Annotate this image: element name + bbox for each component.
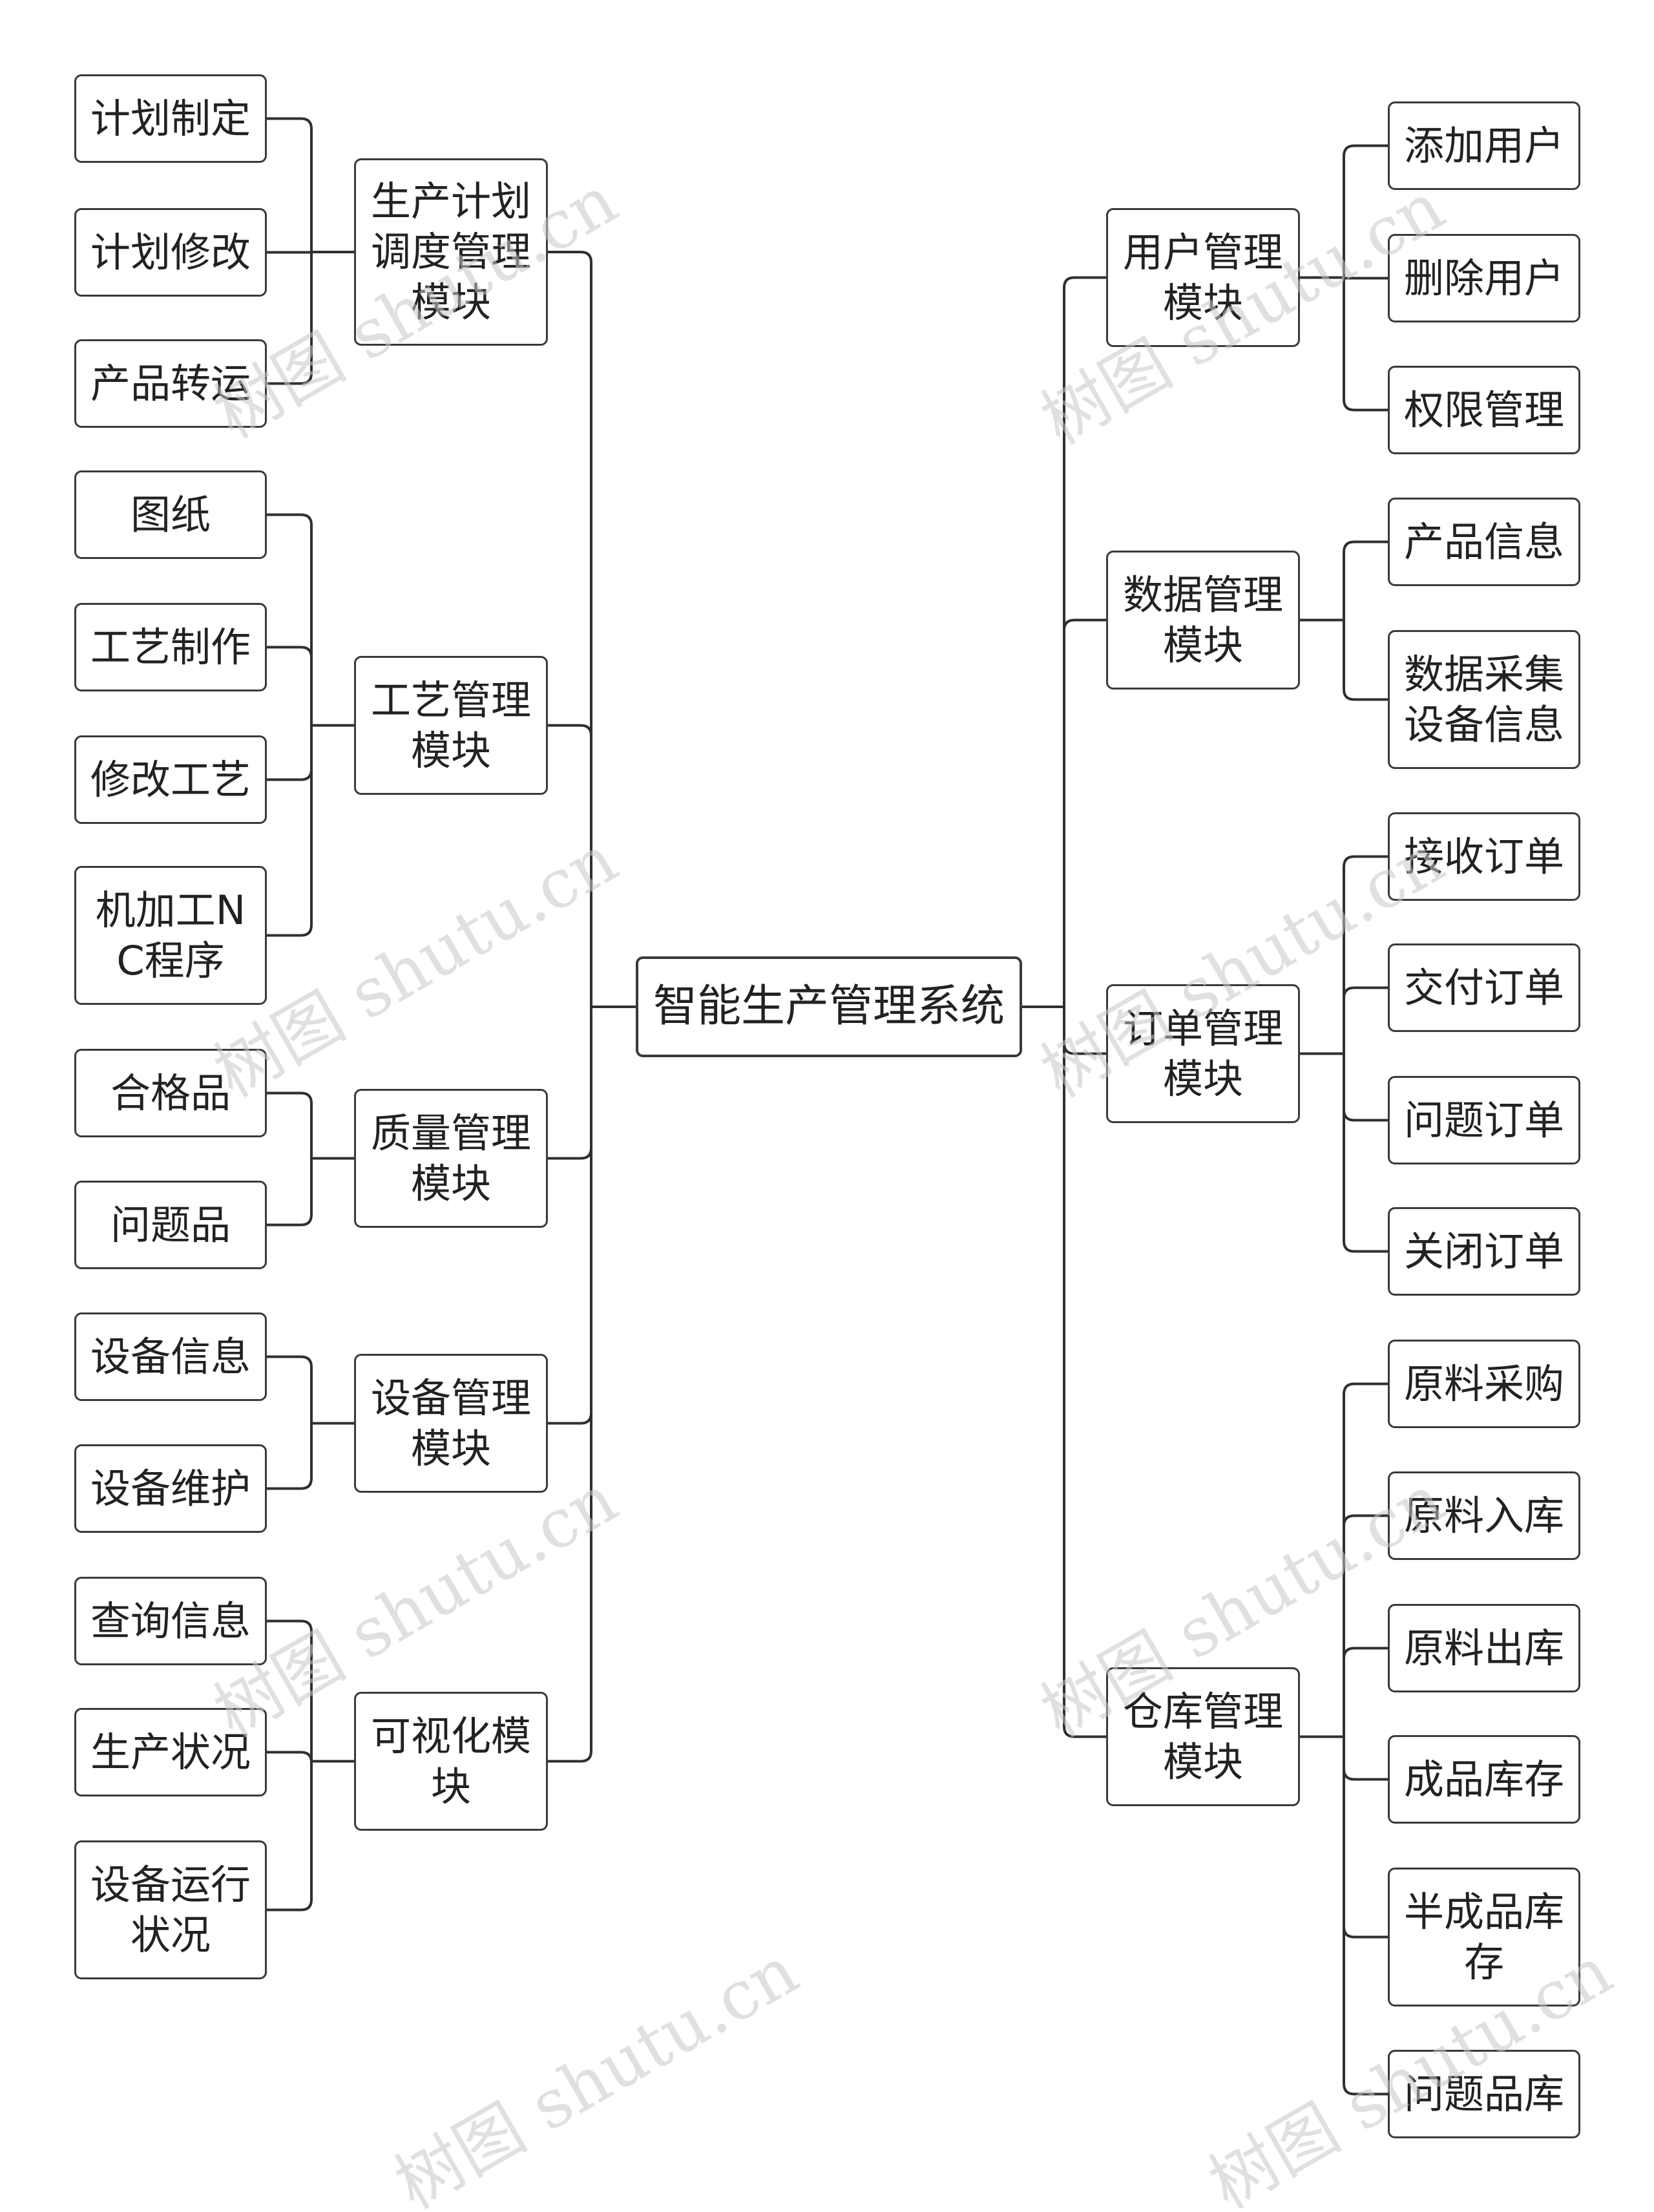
module-process-link-0	[267, 513, 313, 726]
module-warehouse[interactable]: 仓库管理模块	[1106, 1667, 1300, 1806]
module-process[interactable]: 工艺管理模块	[354, 656, 548, 795]
leaf-raw-inbound[interactable]: 原料入库	[1388, 1471, 1580, 1560]
leaf-product-info[interactable]: 产品信息	[1388, 498, 1580, 586]
root-node[interactable]: 智能生产管理系统	[636, 956, 1022, 1057]
root-left-link-3	[548, 1007, 592, 1425]
leaf-problem-stock[interactable]: 问题品库	[1388, 2050, 1580, 2138]
module-order-link-2	[1343, 1053, 1388, 1122]
leaf-raw-purchase[interactable]: 原料采购	[1388, 1340, 1580, 1428]
leaf-add-user[interactable]: 添加用户	[1388, 101, 1580, 190]
leaf-process-modify[interactable]: 修改工艺	[74, 735, 267, 824]
module-production-scheduling-link-2	[267, 252, 313, 385]
root-left-link-4	[548, 1007, 592, 1763]
leaf-equipment-running-status[interactable]: 设备运行状况	[74, 1840, 267, 1979]
leaf-plan-create[interactable]: 计划制定	[74, 74, 267, 163]
module-data[interactable]: 数据管理模块	[1106, 551, 1300, 690]
module-user-link-2	[1343, 277, 1388, 412]
module-warehouse-link-4	[1343, 1736, 1388, 1939]
module-visualization-link-1	[267, 1751, 313, 1763]
leaf-collection-device-info[interactable]: 数据采集设备信息	[1388, 630, 1580, 769]
leaf-equipment-maintenance[interactable]: 设备维护	[74, 1444, 267, 1533]
leaf-product-transfer[interactable]: 产品转运	[74, 339, 267, 428]
module-visualization[interactable]: 可视化模块	[354, 1692, 548, 1831]
module-order[interactable]: 订单管理模块	[1106, 984, 1300, 1123]
root-right-link-2	[1063, 1007, 1106, 1055]
module-warehouse-link-5	[1343, 1736, 1388, 2096]
module-process-link-3	[267, 725, 313, 937]
module-warehouse-link-0	[1343, 1382, 1388, 1737]
leaf-production-status[interactable]: 生产状况	[74, 1708, 267, 1796]
module-order-link-1	[1343, 986, 1388, 1054]
leaf-receive-order[interactable]: 接收订单	[1388, 812, 1580, 901]
leaf-plan-modify[interactable]: 计划修改	[74, 208, 267, 297]
leaf-qualified-product[interactable]: 合格品	[74, 1049, 267, 1137]
module-production-scheduling[interactable]: 生产计划调度管理模块	[354, 158, 548, 346]
leaf-semi-finished-stock[interactable]: 半成品库存	[1388, 1868, 1580, 2007]
root-right-link-1	[1063, 618, 1106, 1007]
root-left-link-1	[548, 724, 592, 1007]
leaf-deliver-order[interactable]: 交付订单	[1388, 943, 1580, 1032]
module-process-link-2	[267, 725, 313, 781]
leaf-nc-program[interactable]: 机加工NC程序	[74, 866, 267, 1005]
leaf-process-making[interactable]: 工艺制作	[74, 603, 267, 691]
leaf-close-order[interactable]: 关闭订单	[1388, 1207, 1580, 1296]
module-equipment-link-1	[267, 1423, 313, 1490]
module-production-scheduling-link-0	[267, 117, 313, 252]
module-warehouse-link-1	[1343, 1514, 1388, 1737]
module-order-link-0	[1343, 855, 1388, 1054]
module-data-link-1	[1343, 620, 1388, 701]
module-visualization-link-0	[267, 1619, 313, 1762]
leaf-query-info[interactable]: 查询信息	[74, 1577, 267, 1665]
module-visualization-link-2	[267, 1761, 313, 1912]
leaf-drawing[interactable]: 图纸	[74, 470, 267, 559]
root-left-link-0	[548, 251, 592, 1007]
leaf-raw-outbound[interactable]: 原料出库	[1388, 1604, 1580, 1692]
leaf-problem-order[interactable]: 问题订单	[1388, 1076, 1580, 1164]
module-equipment-link-0	[267, 1355, 313, 1424]
root-right-link-0	[1063, 276, 1106, 1007]
leaf-finished-stock[interactable]: 成品库存	[1388, 1735, 1580, 1824]
module-order-link-3	[1343, 1053, 1388, 1253]
root-left-link-2	[548, 1007, 592, 1160]
root-right-link-3	[1063, 1007, 1106, 1738]
module-equipment[interactable]: 设备管理模块	[354, 1354, 548, 1493]
module-user-link-0	[1343, 144, 1388, 278]
module-data-link-0	[1343, 540, 1388, 620]
leaf-problem-product[interactable]: 问题品	[74, 1181, 267, 1269]
leaf-delete-user[interactable]: 删除用户	[1388, 234, 1580, 322]
module-user[interactable]: 用户管理模块	[1106, 208, 1300, 347]
leaf-equipment-info[interactable]: 设备信息	[74, 1312, 267, 1401]
module-quality-link-1	[267, 1158, 313, 1227]
module-quality[interactable]: 质量管理模块	[354, 1089, 548, 1228]
module-process-link-1	[267, 646, 313, 726]
leaf-permission[interactable]: 权限管理	[1388, 366, 1580, 454]
module-warehouse-link-2	[1343, 1647, 1388, 1737]
module-warehouse-link-3	[1343, 1736, 1388, 1781]
module-quality-link-0	[267, 1091, 313, 1159]
